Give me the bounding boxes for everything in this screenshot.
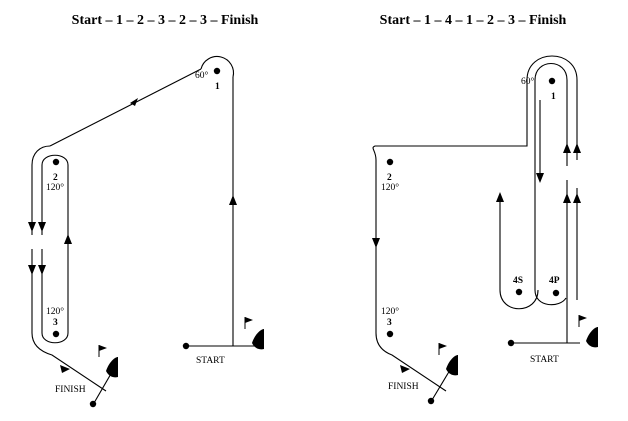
mark-4s: 4S <box>513 276 523 296</box>
course-path <box>372 55 582 392</box>
finish-line: FINISH <box>55 344 119 408</box>
mark-3: 120° 3 <box>46 306 64 338</box>
mark-4s-label: 4S <box>513 276 523 286</box>
mark-2-label: 2 <box>387 173 392 183</box>
mark-1: 60° 1 <box>521 76 556 102</box>
mark-3-angle: 120° <box>381 306 399 317</box>
mark-3-label: 3 <box>53 318 58 328</box>
mark-3-label: 3 <box>387 318 392 328</box>
direction-arrows <box>28 98 237 373</box>
diagram-title: Start – 1 – 2 – 3 – 2 – 3 – Finish <box>72 13 259 28</box>
finish-line: FINISH <box>388 342 459 405</box>
start-line: START <box>182 316 265 366</box>
mark-4p: 4P <box>549 276 560 297</box>
finish-boat-icon <box>98 344 119 378</box>
start-label: START <box>530 355 559 365</box>
start-line: START <box>507 314 599 365</box>
mark-3: 120° 3 <box>381 306 399 338</box>
mark-1-label: 1 <box>551 92 556 102</box>
finish-label: FINISH <box>388 382 419 392</box>
mark-2: 2 120° <box>381 158 399 193</box>
mark-2-angle: 120° <box>46 182 64 193</box>
course-diagram-right: Start – 1 – 4 – 1 – 2 – 3 – Finish <box>372 13 599 405</box>
mark-1-angle: 60° <box>521 76 535 87</box>
mark-1: 60° 1 <box>195 67 221 92</box>
mark-4p-label: 4P <box>549 276 560 286</box>
finish-label: FINISH <box>55 385 86 395</box>
direction-arrows <box>372 143 581 373</box>
course-diagram-left: Start – 1 – 2 – 3 – 2 – 3 – Finish <box>27 13 265 408</box>
mark-1-label: 1 <box>215 82 220 92</box>
mark-2-angle: 120° <box>381 182 399 193</box>
mark-1-angle: 60° <box>195 70 209 81</box>
committee-boat-icon <box>244 316 265 350</box>
finish-boat-icon <box>438 342 459 376</box>
diagram-title: Start – 1 – 4 – 1 – 2 – 3 – Finish <box>380 13 567 28</box>
mark-2-label: 2 <box>53 173 58 183</box>
mark-3-angle: 120° <box>46 306 64 317</box>
start-label: START <box>196 356 225 366</box>
course-path <box>27 55 258 392</box>
mark-2: 2 120° <box>46 158 64 193</box>
committee-boat-icon <box>578 314 599 348</box>
